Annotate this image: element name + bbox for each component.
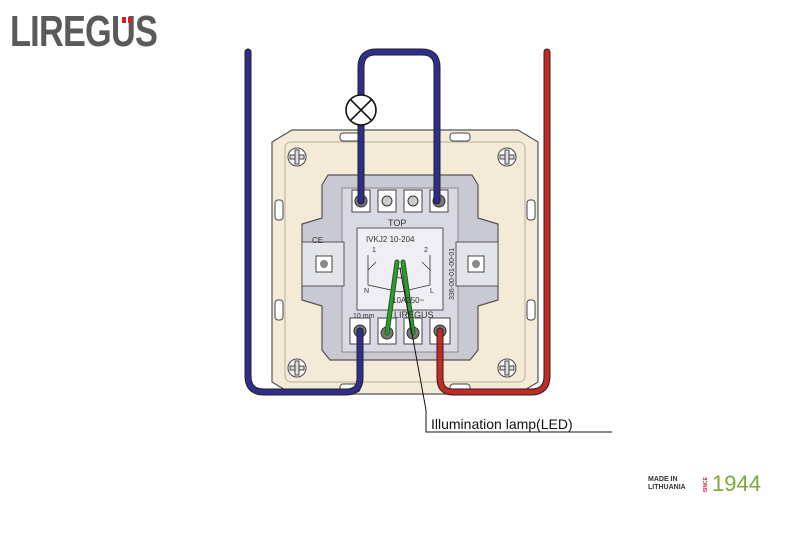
badge-made-in: MADE IN <box>648 476 678 483</box>
terminal-2-label: 2 <box>424 247 428 254</box>
mechanism-brand-label: LIREGUS <box>394 310 434 320</box>
model-label: IVKJ2 10-204 <box>366 235 415 244</box>
led-wires <box>384 259 416 336</box>
logo-accent-mark <box>122 17 132 23</box>
terminal-l-label: L <box>430 288 434 295</box>
badge-year: 1944 <box>712 471 761 496</box>
led-pointer-line <box>399 267 612 433</box>
strip-length-label: 10 mm <box>353 313 375 320</box>
terminal-1-label: 1 <box>372 247 376 254</box>
svg-text:CE: CE <box>312 236 323 245</box>
top-label: TOP <box>388 218 406 228</box>
neutral-wires <box>244 48 441 396</box>
logo-text: LIREGUS <box>10 7 158 56</box>
frame-screw-slots <box>274 132 536 393</box>
side-clamps: CE <box>301 236 499 287</box>
serial-label: 336-00-01-00-01 <box>449 248 456 300</box>
badge-country: LITHUANIA <box>648 484 686 491</box>
live-wire <box>436 48 551 396</box>
terminal-n-label: N <box>364 288 369 295</box>
liregus-logo: LIREGUS <box>10 8 158 56</box>
lamp-symbol <box>345 94 377 126</box>
frame-inner-border <box>284 141 526 383</box>
made-in-badge: MADE IN LITHUANIA SINCE 1944 <box>648 471 768 496</box>
badge-since: SINCE <box>703 477 709 493</box>
rating-label: 10A250~ <box>392 296 425 305</box>
led-annotation: Illumination lamp(LED) <box>431 416 573 432</box>
